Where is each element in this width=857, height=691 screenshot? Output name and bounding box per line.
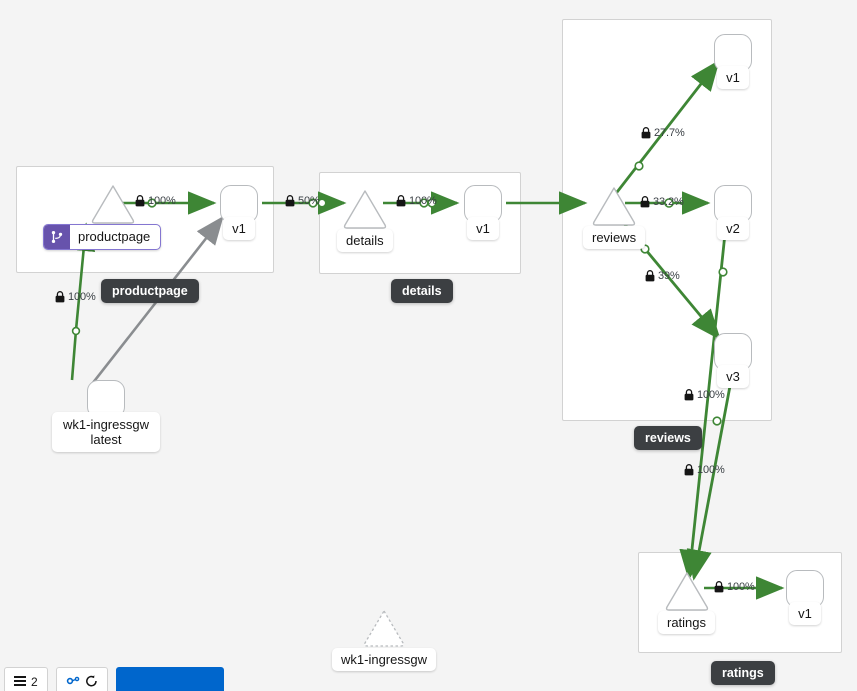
mtls-lock-icon: [55, 291, 65, 303]
legend-count: 2: [31, 675, 38, 689]
rate-text: 50%: [298, 195, 320, 207]
edge-label-reviews-to-v1: 27.7%: [641, 127, 685, 139]
productpage-service-label-wrap: productpage: [43, 224, 162, 250]
edge-label-reviews-to-v3: 39%: [645, 270, 680, 282]
node-reviews-v1[interactable]: v1: [714, 34, 752, 89]
node-ratings-service[interactable]: ratings: [658, 570, 716, 634]
mtls-lock-icon: [641, 127, 651, 139]
ingressgw-label: wk1-ingressgw latest: [52, 412, 160, 452]
productpage-service-shape[interactable]: [90, 183, 136, 230]
productpage-v1-label: v1: [223, 217, 255, 240]
edge-label-reviews-to-ratings: 100%: [684, 464, 725, 476]
edge-label-productpage-v1-to-details: 50%: [285, 195, 320, 207]
node-reviews-service[interactable]: reviews: [583, 185, 646, 249]
productpage-service-label: productpage: [78, 229, 151, 244]
ingressgw-idle-shape[interactable]: [361, 607, 407, 654]
rate-text: 33.2%: [653, 196, 684, 208]
reviews-v3-label: v3: [717, 365, 749, 388]
zoom-controls-chip[interactable]: [55, 667, 108, 691]
legend-icon: [14, 675, 26, 690]
edge-label-reviews-to-v2: 33.2%: [640, 196, 684, 208]
edge-label-reviews-v3-inner: 100%: [684, 389, 725, 401]
ratings-service-shape[interactable]: [664, 570, 710, 617]
group-chip-productpage: productpage: [101, 279, 199, 303]
ingressgw-label-line2: latest: [90, 432, 122, 447]
ingressgw-shape[interactable]: [86, 380, 125, 418]
group-chip-details: details: [391, 279, 453, 303]
node-ratings-v1[interactable]: v1: [786, 570, 824, 625]
node-reviews-v3[interactable]: v3: [714, 333, 752, 388]
legend-chip[interactable]: 2: [4, 667, 48, 691]
rate-text: 27.7%: [654, 127, 685, 139]
mtls-lock-icon: [135, 195, 145, 207]
reviews-v2-label: v2: [717, 217, 749, 240]
mtls-lock-icon: [640, 196, 650, 208]
node-productpage-v1[interactable]: v1: [220, 185, 258, 240]
rate-text: 39%: [658, 270, 680, 282]
edge-label-ingress-to-productpage: 100%: [55, 291, 96, 303]
ratings-service-label: ratings: [658, 611, 716, 634]
rate-text: 100%: [697, 464, 725, 476]
mtls-lock-icon: [684, 464, 694, 476]
ingressgw-idle-label: wk1-ingressgw: [332, 648, 436, 671]
node-reviews-v2[interactable]: v2: [714, 185, 752, 240]
details-service-label: details: [337, 229, 393, 252]
mtls-lock-icon: [684, 389, 694, 401]
ingressgw-label-line1: wk1-ingressgw: [63, 417, 149, 432]
reviews-service-label: reviews: [583, 226, 646, 249]
zoom-fit-icon[interactable]: [66, 675, 80, 690]
mtls-lock-icon: [645, 270, 655, 282]
edge-label-details-service-to-v1: 100%: [396, 195, 437, 207]
mtls-lock-icon: [396, 195, 406, 207]
refresh-icon[interactable]: [85, 674, 98, 690]
group-chip-ratings: ratings: [711, 661, 775, 685]
details-service-shape[interactable]: [342, 188, 388, 235]
productpage-v1-shape[interactable]: [220, 185, 258, 223]
rate-text: 100%: [697, 389, 725, 401]
bottom-toolbar[interactable]: 2: [0, 667, 224, 691]
details-v1-label: v1: [467, 217, 499, 240]
edge-label-productpage-service-to-v1: 100%: [135, 195, 176, 207]
group-chip-reviews: reviews: [634, 426, 702, 450]
reviews-v1-label: v1: [717, 66, 749, 89]
node-details-v1[interactable]: v1: [464, 185, 502, 240]
rate-text: 100%: [727, 581, 755, 593]
virtual-service-icon: [44, 225, 70, 249]
node-ingressgw-idle[interactable]: wk1-ingressgw: [332, 607, 436, 671]
rate-text: 100%: [409, 195, 437, 207]
rate-text: 100%: [68, 291, 96, 303]
mtls-lock-icon: [714, 581, 724, 593]
ratings-v1-label: v1: [789, 602, 821, 625]
node-ingressgw[interactable]: wk1-ingressgw latest: [52, 380, 160, 452]
node-details-service[interactable]: details: [337, 188, 393, 252]
rate-text: 100%: [148, 195, 176, 207]
primary-action-button[interactable]: [115, 667, 224, 691]
edge-label-ratings-service-to-v1: 100%: [714, 581, 755, 593]
reviews-v3-shape[interactable]: [714, 333, 752, 371]
mtls-lock-icon: [285, 195, 295, 207]
details-v1-shape[interactable]: [464, 185, 502, 223]
node-productpage-service[interactable]: productpage: [43, 183, 162, 250]
reviews-service-shape[interactable]: [591, 185, 637, 232]
